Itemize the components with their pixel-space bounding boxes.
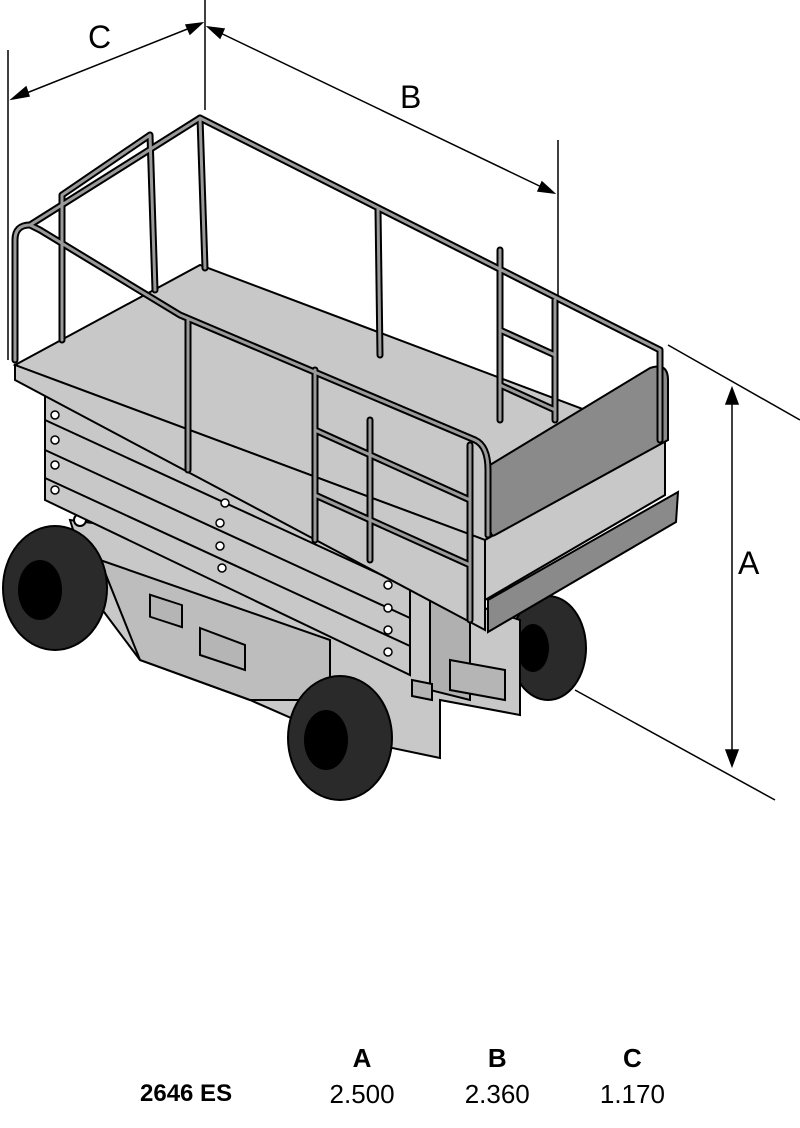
header-b: B — [487, 1042, 507, 1073]
model-name: 2646 ES — [140, 1080, 233, 1107]
spec-table-header: A B C — [100, 1040, 700, 1076]
dimension-c — [7, 0, 206, 360]
scissor-stack — [44, 390, 411, 677]
header-c: C — [623, 1042, 642, 1073]
guard-rails-inner — [13, 116, 662, 622]
spec-table: A B C 2646 ES 2.500 2.360 1.170 — [100, 1040, 700, 1112]
dimension-b — [205, 25, 559, 300]
chassis — [68, 513, 521, 760]
dimension-label-a: A — [738, 545, 760, 581]
value-a: 2.500 — [329, 1078, 395, 1109]
spec-table-row: 2646 ES 2.500 2.360 1.170 — [100, 1076, 700, 1112]
front-left-wheel — [2, 525, 108, 651]
dimension-a — [574, 344, 800, 801]
dimension-label-c: C — [88, 19, 111, 55]
header-a: A — [352, 1042, 372, 1073]
value-c: 1.170 — [599, 1078, 665, 1109]
front-center-wheel — [287, 675, 393, 801]
scissor-lift-illustration: C B A — [2, 0, 800, 801]
value-b: 2.360 — [464, 1078, 530, 1109]
dimension-label-b: B — [400, 79, 421, 115]
